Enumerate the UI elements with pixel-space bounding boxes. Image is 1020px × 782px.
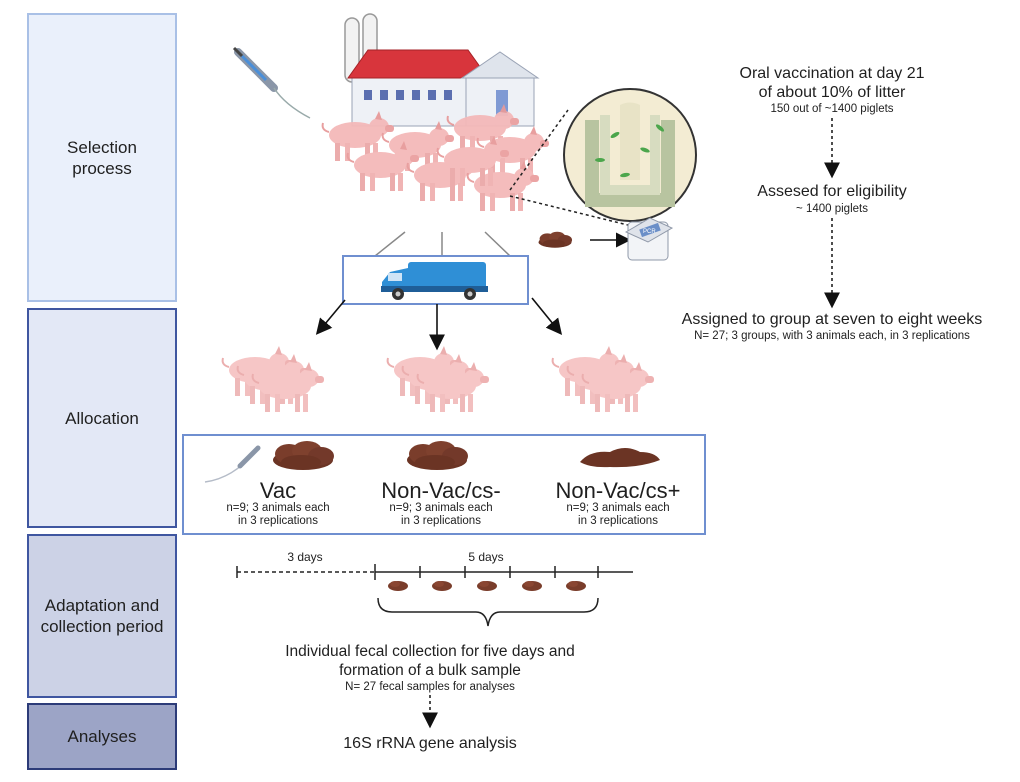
pig-group-vac-icon	[221, 345, 325, 413]
step1-main-text: Oral vaccination at day 21 of about 10% …	[739, 65, 925, 101]
nonvac-cs-plus-feces-icon	[580, 448, 660, 468]
syringe-icon	[232, 46, 311, 119]
pellet-day5	[566, 581, 586, 591]
analysis-text: 16S rRNA gene analysis	[343, 735, 517, 752]
phase-adaptation-label: Adaptation and collection period	[40, 596, 164, 636]
timeline: 3 days 5 days	[236, 550, 633, 580]
pellet-day3	[477, 581, 497, 591]
phase-allocation: Allocation	[27, 308, 177, 528]
pcr-label: PCR	[643, 229, 656, 235]
pellet-day2	[432, 581, 452, 591]
step3-sub-text: N= 27; 3 groups, with 3 animals each, in…	[694, 330, 970, 342]
phase-selection-label: Selection process	[67, 137, 137, 178]
vac-syringe-icon	[204, 445, 261, 483]
step1-sub-text: 150 out of ~1400 piglets	[770, 103, 894, 115]
phase-analyses: Analyses	[27, 703, 177, 770]
pig-group-nonvac-cs-plus-icon	[551, 345, 655, 413]
intestine-magnifier-icon	[509, 88, 697, 229]
daily-fecal-pellets	[388, 581, 586, 591]
group-nonvac-cs-minus-desc: n=9; 3 animals each in 3 replications	[389, 502, 493, 527]
group-nonvac-cs-minus-name: Non-Vac/cs-	[381, 478, 501, 503]
phase-analyses-label: Analyses	[67, 727, 137, 746]
group-nonvac-cs-plus-name: Non-Vac/cs+	[555, 478, 681, 503]
group-vac-desc: n=9; 3 animals each in 3 replications	[226, 502, 330, 527]
step2-sub-text: ~ 1400 piglets	[796, 203, 868, 215]
phase-selection-process: Selection process	[27, 13, 177, 302]
collection-main-text: Individual fecal collection for five day…	[285, 643, 575, 679]
pellet-day4	[522, 581, 542, 591]
pig-group-nonvac-cs-minus-icon	[386, 345, 490, 413]
farm-building-icon	[344, 13, 540, 127]
van-icon	[381, 262, 488, 300]
timeline-5days-label: 5 days	[468, 550, 503, 564]
group-nonvac-cs-plus-desc: n=9; 3 animals each in 3 replications	[566, 502, 670, 527]
step2-main-text: Assesed for eligibility	[757, 183, 907, 200]
timeline-3days-label: 3 days	[287, 550, 322, 564]
fecal-sample-icon	[538, 231, 573, 248]
pellet-day1	[388, 581, 408, 591]
phase-allocation-label: Allocation	[65, 408, 139, 428]
collection-sub-text: N= 27 fecal samples for analyses	[345, 681, 515, 693]
phase-adaptation-collection: Adaptation and collection period	[27, 534, 177, 698]
collection-brace	[377, 597, 599, 627]
step3-main-text: Assigned to group at seven to eight week…	[681, 311, 983, 328]
group-vac-name: Vac	[259, 478, 297, 503]
pcr-machine-icon: PCR	[624, 217, 674, 261]
